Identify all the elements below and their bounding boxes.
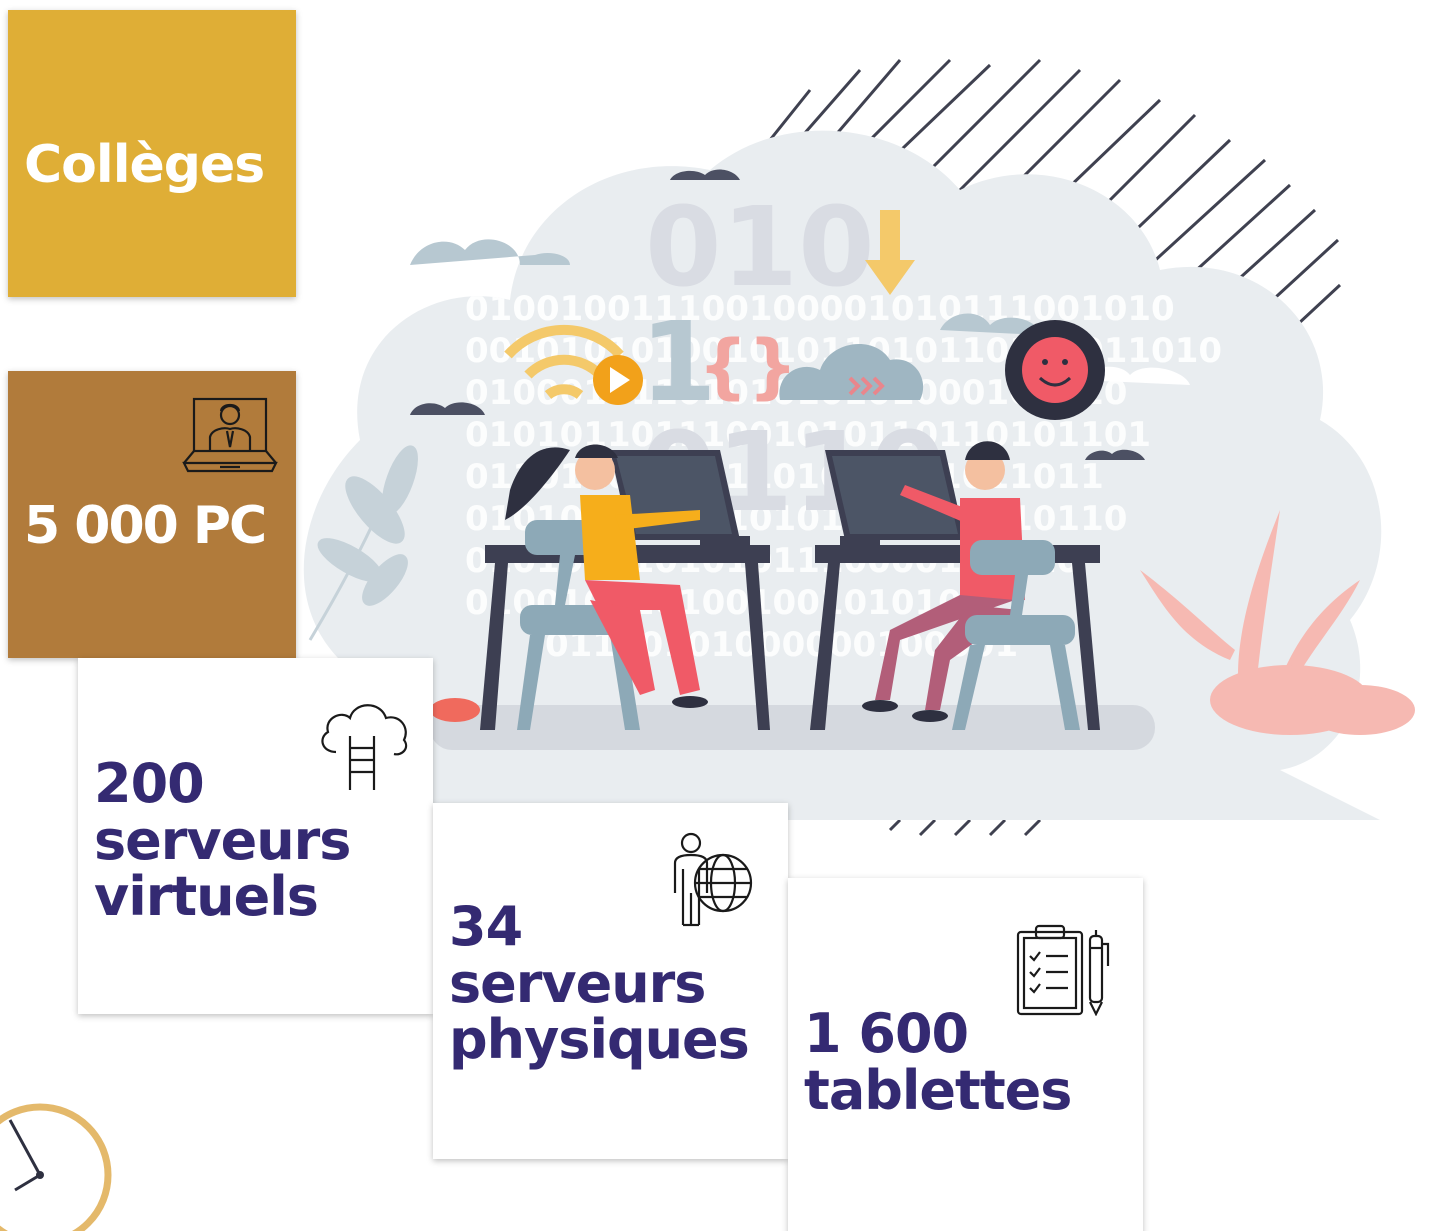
small-cloud (410, 239, 570, 265)
virtual-servers-word1: serveurs (94, 808, 351, 872)
girl-figure (505, 444, 708, 708)
clipboard-checklist-icon (1016, 924, 1110, 1016)
tablets-card: 1 600 tablettes (788, 878, 1143, 1231)
pc-count-card: 5 000 PC (8, 371, 296, 658)
physical-servers-label: 34 serveurs physiques (449, 895, 750, 1072)
virtual-servers-label: 200 serveurs virtuels (94, 752, 351, 929)
tablets-label: 1 600 tablettes (804, 1002, 1072, 1122)
tablets-count: 1 600 (804, 1002, 969, 1065)
small-cloud (940, 313, 1040, 335)
wifi-icon (504, 324, 624, 400)
virtual-servers-word2: virtuels (94, 865, 319, 929)
red-bush (430, 698, 480, 722)
laptop-user-icon (182, 397, 278, 473)
virtual-servers-count: 200 (94, 752, 205, 815)
small-cloud (1085, 449, 1145, 460)
colleges-label: Collèges (24, 135, 265, 195)
binary-row: 01010110111001010110110101101 (465, 415, 1151, 455)
virtual-servers-card: 200 serveurs virtuels (78, 658, 433, 1014)
tablets-word: tablettes (804, 1058, 1072, 1122)
chevrons-icon (848, 376, 885, 396)
coding-team-illustration: 010010011100100001010111001010 001010101… (303, 58, 1415, 837)
clock-icon (0, 1103, 112, 1231)
plant-right (1140, 510, 1415, 735)
down-arrow-icon (865, 210, 915, 295)
physical-servers-count: 34 (449, 895, 523, 958)
chair-right (952, 540, 1080, 730)
cloud-ladder-icon (321, 704, 408, 790)
laptop-right (825, 450, 965, 546)
physical-servers-card: 34 serveurs physiques (433, 803, 788, 1159)
code-cloud-icon (779, 343, 924, 400)
small-cloud (410, 402, 485, 415)
small-cloud (670, 169, 740, 180)
colleges-card: Collèges (8, 10, 296, 297)
binary-big: 010 (645, 183, 875, 311)
small-cloud (1080, 366, 1190, 385)
pc-count-label: 5 000 PC (24, 496, 267, 556)
floor (430, 705, 1155, 750)
plant-left (308, 445, 418, 641)
physical-servers-word1: serveurs (449, 951, 706, 1015)
binary-big-mid: 1 (640, 298, 717, 426)
physical-servers-word2: physiques (449, 1008, 750, 1072)
user-globe-icon (673, 832, 753, 927)
chair-left (517, 520, 640, 730)
